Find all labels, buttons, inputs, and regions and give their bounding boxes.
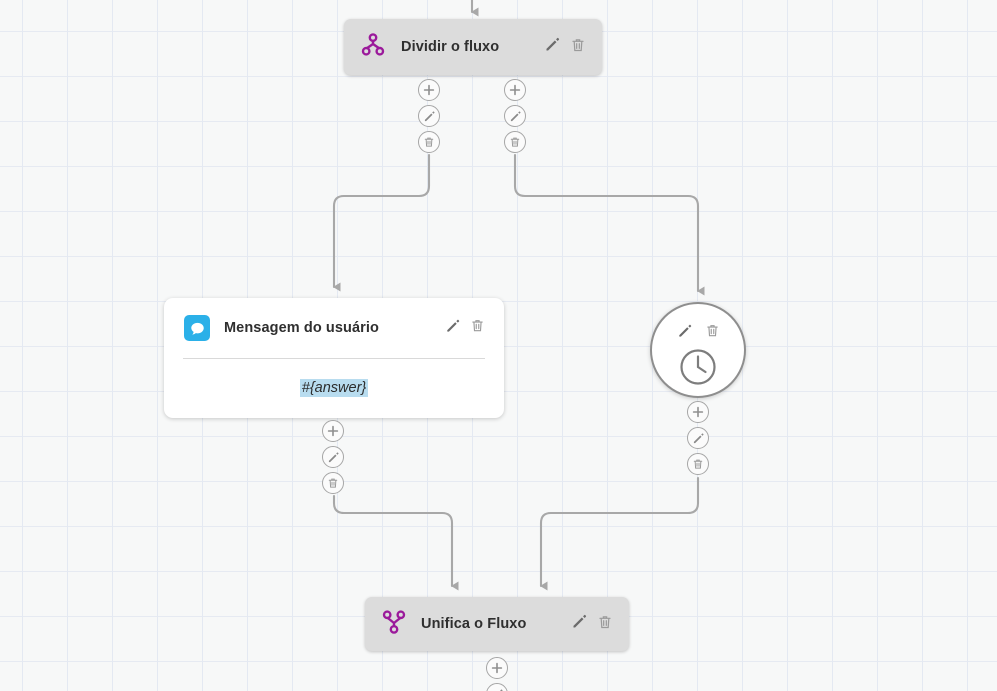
node-header: Mensagem do usuário <box>164 298 504 358</box>
delete-connection-button[interactable] <box>322 472 344 494</box>
delete-connection-button[interactable] <box>687 453 709 475</box>
delete-node-button[interactable] <box>470 318 485 338</box>
delete-node-button[interactable] <box>570 37 586 58</box>
flow-merge-icon <box>381 609 407 640</box>
node-title: Dividir o fluxo <box>401 39 500 55</box>
edit-connection-button[interactable] <box>687 427 709 449</box>
port-stack-delay[interactable] <box>687 401 709 475</box>
divider <box>183 358 485 359</box>
delete-node-button[interactable] <box>597 614 613 635</box>
speech-bubble-icon <box>184 315 210 341</box>
add-step-button[interactable] <box>687 401 709 423</box>
node-title: Mensagem do usuário <box>224 320 379 336</box>
edit-node-button[interactable] <box>571 613 588 635</box>
node-delay[interactable] <box>650 302 746 398</box>
node-dividir-o-fluxo[interactable]: Dividir o fluxo <box>344 19 602 75</box>
node-mensagem-do-usuario[interactable]: Mensagem do usuário <box>164 298 504 418</box>
add-step-button[interactable] <box>504 79 526 101</box>
add-step-button[interactable] <box>486 657 508 679</box>
node-title: Unifica o Fluxo <box>421 616 527 632</box>
edge-split-to-message <box>332 153 431 292</box>
edit-connection-button[interactable] <box>418 105 440 127</box>
port-stack-split-right[interactable] <box>504 79 526 153</box>
edge-message-to-merge <box>332 494 459 591</box>
port-stack-message[interactable] <box>322 420 344 494</box>
node-unifica-o-fluxo[interactable]: Unifica o Fluxo <box>365 597 629 651</box>
node-body: #{answer} <box>164 359 504 417</box>
delete-connection-button[interactable] <box>418 131 440 153</box>
edit-connection-button[interactable] <box>504 105 526 127</box>
edit-connection-button[interactable] <box>486 683 508 691</box>
delete-node-button[interactable] <box>705 323 720 344</box>
port-stack-split-left[interactable] <box>418 79 440 153</box>
delete-connection-button[interactable] <box>504 131 526 153</box>
message-variable-text: #{answer} <box>299 379 369 397</box>
edit-node-button[interactable] <box>445 318 461 339</box>
add-step-button[interactable] <box>322 420 344 442</box>
flow-split-icon <box>360 32 386 63</box>
add-step-button[interactable] <box>418 79 440 101</box>
edge-split-to-delay <box>513 153 705 296</box>
port-stack-merge[interactable] <box>486 657 508 691</box>
clock-icon <box>678 347 718 392</box>
edit-connection-button[interactable] <box>322 446 344 468</box>
edit-node-button[interactable] <box>677 323 693 344</box>
edge-delay-to-merge <box>539 476 700 591</box>
edit-node-button[interactable] <box>544 36 561 58</box>
